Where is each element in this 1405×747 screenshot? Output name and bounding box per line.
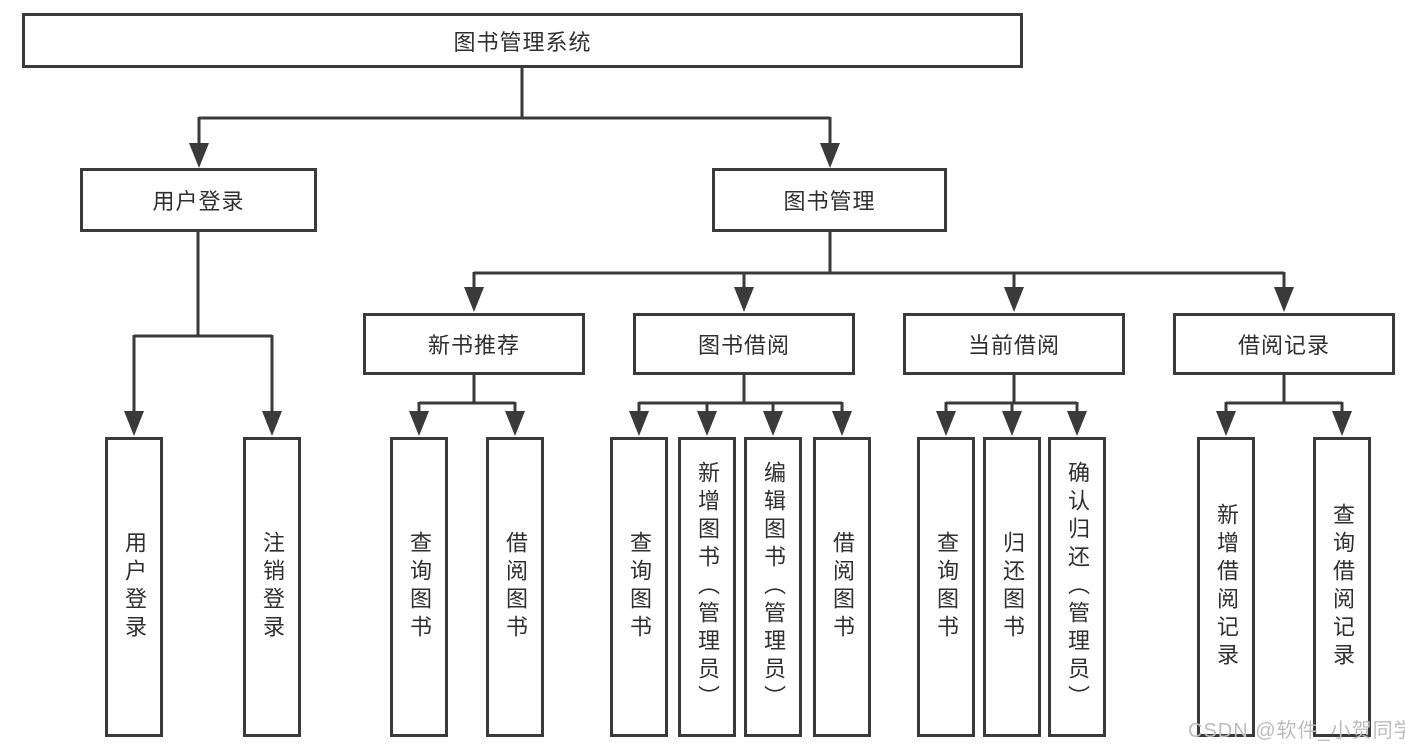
arrowheads-login-leaves [124, 411, 282, 436]
leaf-borrow-query-book-label: 查询图书 [627, 531, 652, 643]
connector-record-to-leaves [1224, 375, 1344, 416]
leaf-add-borrow-record-label: 新增借阅记录 [1214, 503, 1239, 671]
leaf-edit-book-admin: 编辑图书（管理员） [744, 437, 802, 737]
leaf-logout: 注销登录 [243, 437, 301, 737]
node-book-borrow: 图书借阅 [633, 313, 855, 375]
leaf-borrow-borrow-book: 借阅图书 [813, 437, 871, 737]
leaf-borrow-borrow-book-label: 借阅图书 [830, 531, 855, 643]
leaf-recommend-query-book-label: 查询图书 [407, 531, 432, 643]
leaf-borrow-query-book: 查询图书 [610, 437, 668, 737]
node-new-book-recommend-label: 新书推荐 [427, 333, 520, 358]
leaf-user-login: 用户登录 [105, 437, 163, 737]
node-root: 图书管理系统 [22, 13, 1023, 68]
leaf-query-borrow-record-label: 查询借阅记录 [1330, 503, 1355, 671]
leaf-current-query-book-label: 查询图书 [934, 531, 959, 643]
leaf-query-borrow-record: 查询借阅记录 [1313, 437, 1371, 737]
node-borrow-record-label: 借阅记录 [1237, 333, 1330, 358]
leaf-recommend-borrow-book-label: 借阅图书 [503, 531, 528, 643]
node-new-book-recommend: 新书推荐 [363, 313, 585, 375]
leaf-user-login-label: 用户登录 [122, 531, 147, 643]
leaf-confirm-return-admin: 确认归还（管理员） [1048, 437, 1106, 737]
arrowheads-mgmt-level3 [464, 287, 1294, 312]
arrowheads-record-leaves [1216, 411, 1352, 436]
node-book-mgmt: 图书管理 [712, 168, 947, 232]
node-current-borrow: 当前借阅 [903, 313, 1125, 375]
leaf-return-book-label: 归还图书 [1000, 531, 1025, 643]
node-book-mgmt-label: 图书管理 [783, 189, 876, 214]
connector-root-to-level2 [197, 68, 832, 148]
connector-login-to-leaves [132, 232, 274, 416]
leaf-recommend-query-book: 查询图书 [390, 437, 448, 737]
node-borrow-record: 借阅记录 [1173, 313, 1395, 375]
connector-mgmt-to-level3 [472, 232, 1286, 292]
leaf-current-query-book: 查询图书 [917, 437, 975, 737]
node-user-login: 用户登录 [80, 168, 317, 232]
leaf-add-book-admin-label: 新增图书（管理员） [695, 461, 720, 713]
leaf-return-book: 归还图书 [983, 437, 1041, 737]
leaf-edit-book-admin-label: 编辑图书（管理员） [761, 461, 786, 713]
node-user-login-label: 用户登录 [152, 189, 245, 214]
node-book-borrow-label: 图书借阅 [697, 333, 790, 358]
leaf-recommend-borrow-book: 借阅图书 [486, 437, 544, 737]
arrowheads-root-to-level2 [189, 143, 840, 168]
leaf-confirm-return-admin-label: 确认归还（管理员） [1065, 461, 1090, 713]
node-current-borrow-label: 当前借阅 [967, 333, 1060, 358]
node-root-label: 图书管理系统 [453, 29, 592, 55]
csdn-watermark: CSDN @软件_小贺同学 [1188, 720, 1405, 742]
arrowheads-borrow-leaves [629, 411, 852, 436]
connector-borrow-to-leaves [637, 375, 844, 416]
leaf-add-borrow-record: 新增借阅记录 [1197, 437, 1255, 737]
connector-recommend-to-leaves [417, 375, 517, 416]
arrowheads-current-leaves [936, 411, 1087, 436]
arrowheads-recommend-leaves [409, 411, 525, 436]
leaf-logout-label: 注销登录 [260, 531, 285, 643]
connector-current-to-leaves [944, 375, 1079, 416]
leaf-add-book-admin: 新增图书（管理员） [678, 437, 736, 737]
